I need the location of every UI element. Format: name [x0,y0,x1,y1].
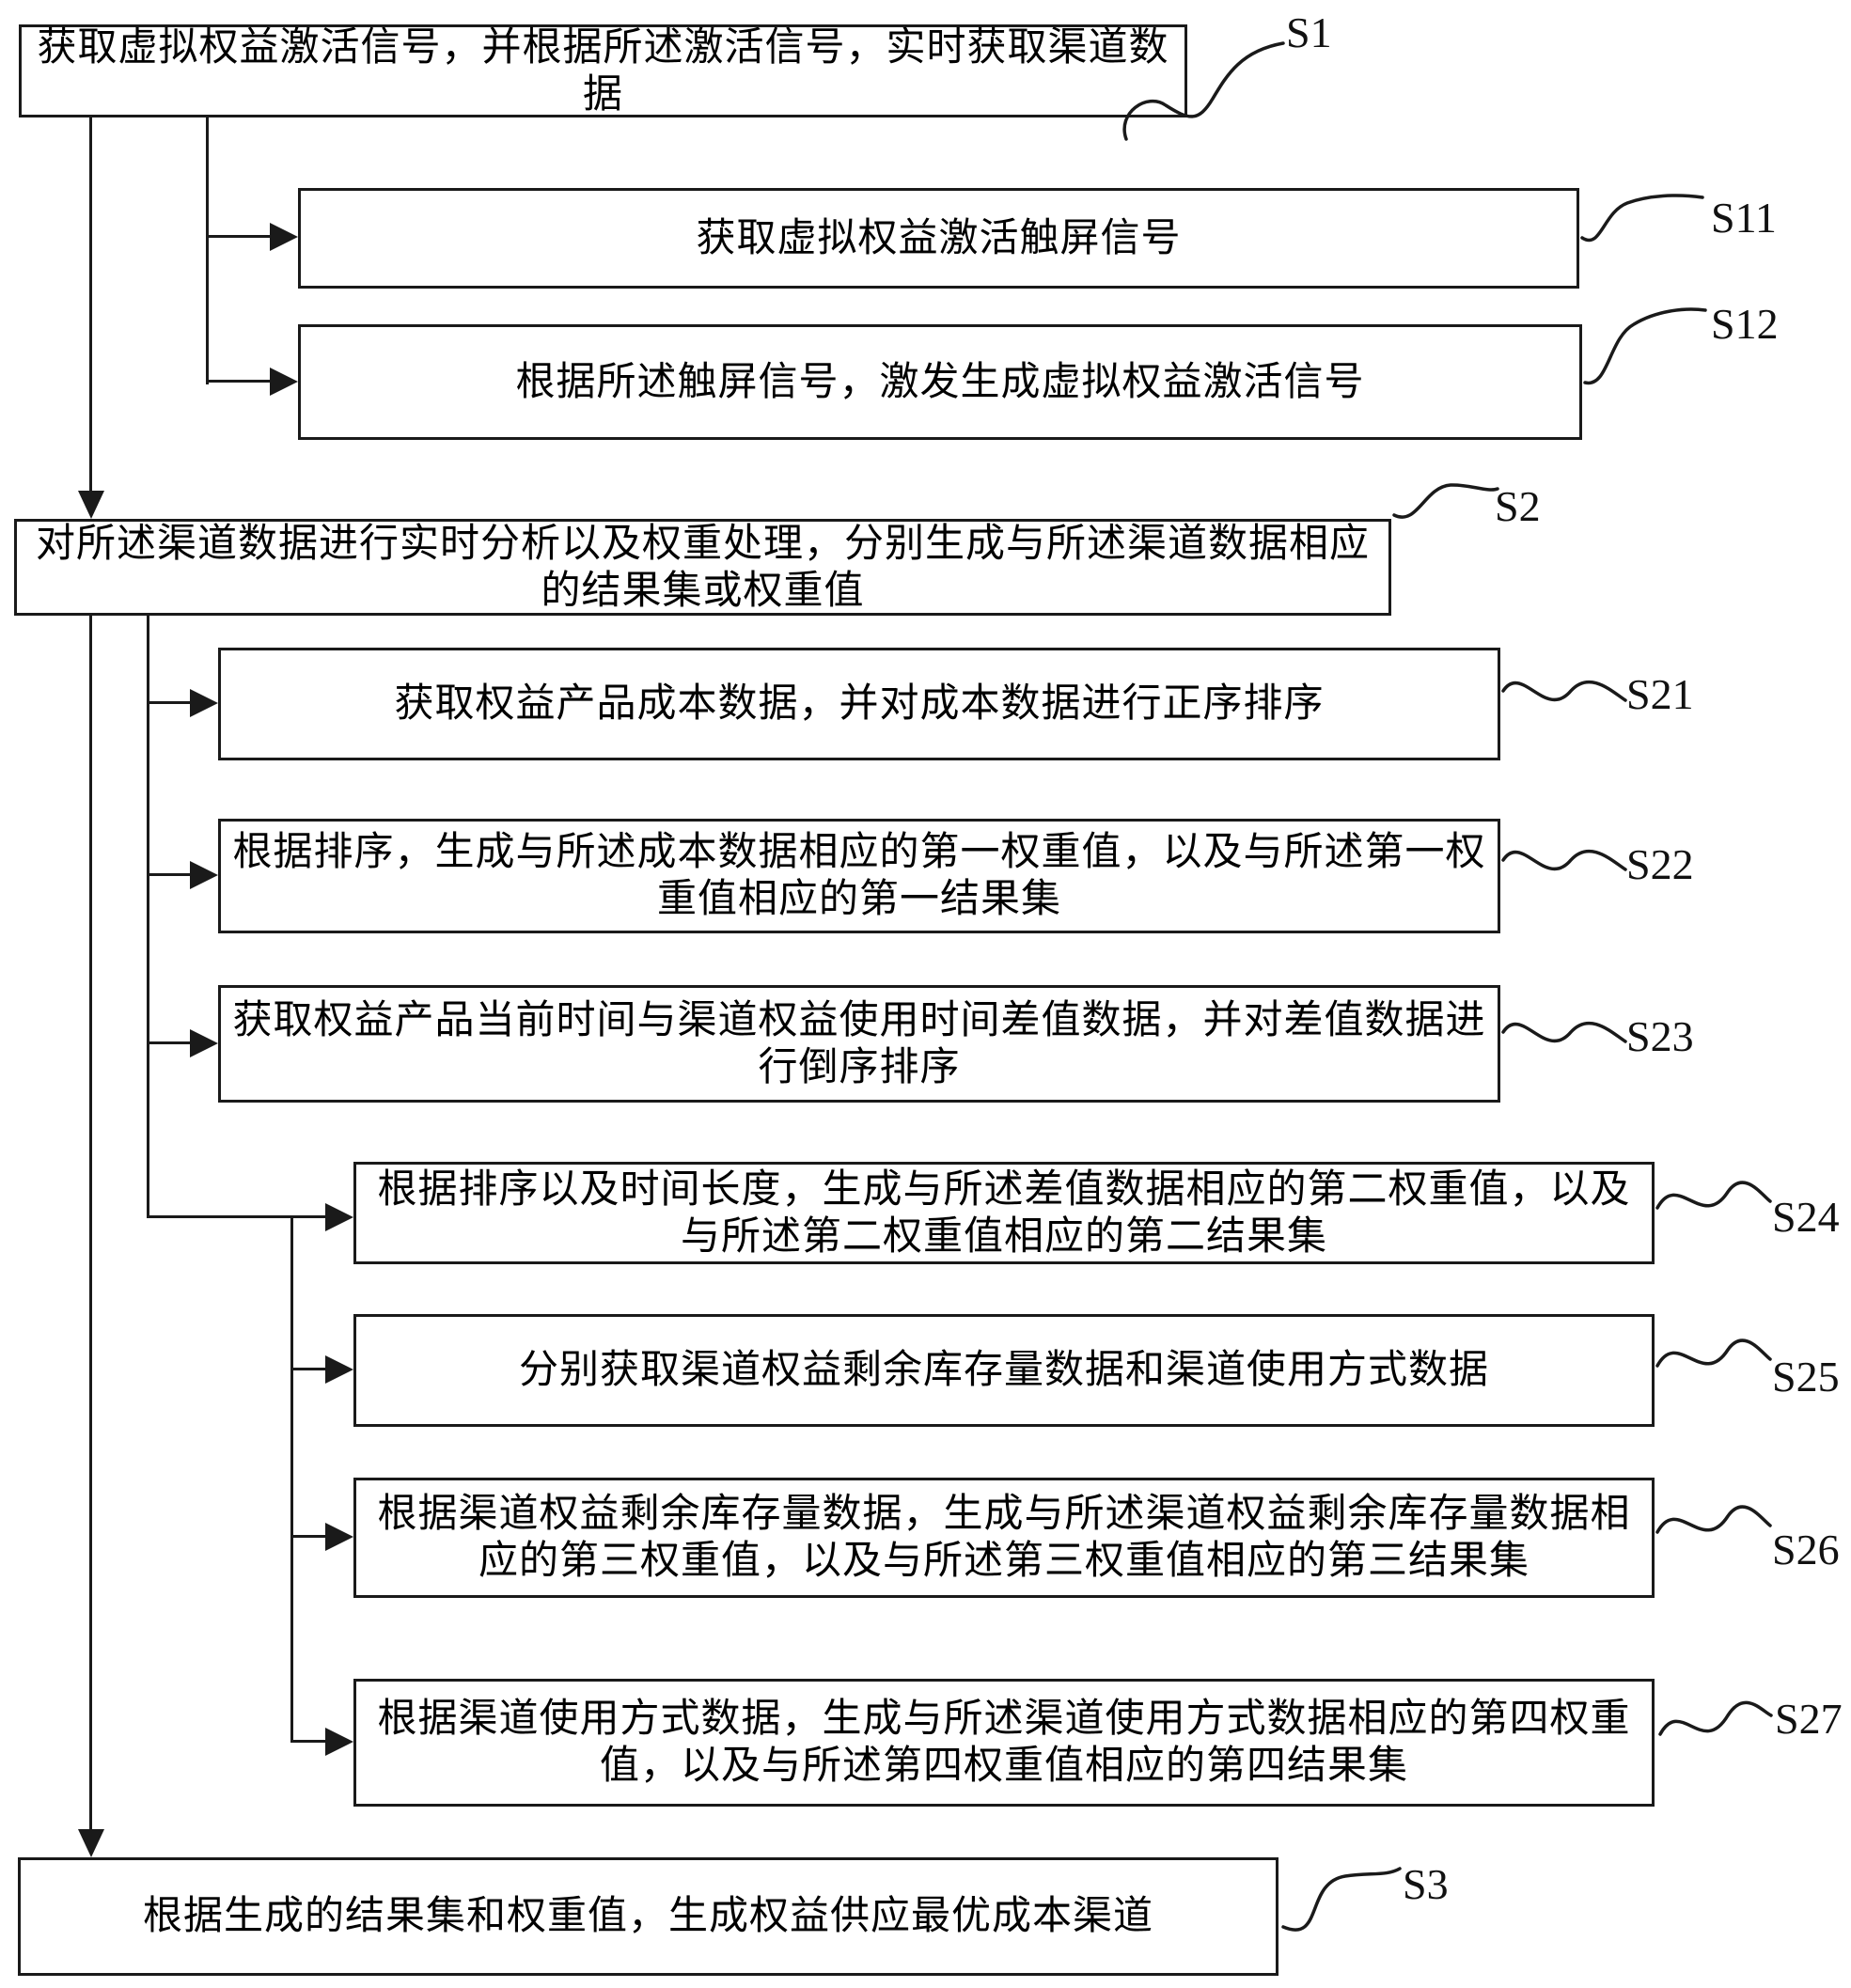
step-box-s23: 获取权益产品当前时间与渠道权益使用时间差值数据，并对差值数据进 行倒序排序 [218,985,1500,1103]
connector-to-s23-line [147,1041,192,1044]
step-label-s27: S27 [1775,1695,1843,1743]
leader-squiggle-s23 [1501,1021,1627,1043]
step-label-s12: S12 [1711,300,1779,348]
connector-s24-branch-line [290,1215,293,1743]
step-box-s12: 根据所述触屏信号，激发生成虚拟权益激活信号 [298,324,1582,440]
step-box-s25: 分别获取渠道权益剩余库存量数据和渠道使用方式数据 [353,1314,1655,1427]
step-box-s27: 根据渠道使用方式数据，生成与所述渠道使用方式数据相应的第四权重 值，以及与所述第… [353,1679,1655,1807]
step-label-s2: S2 [1495,482,1541,530]
step-box-s24: 根据排序以及时间长度，生成与所述差值数据相应的第二权重值，以及 与所述第二权重值… [353,1162,1655,1264]
connector-s1-to-s2-line [89,117,92,493]
step-label-s3: S3 [1403,1860,1449,1908]
leader-squiggle-s3 [1281,1867,1402,1932]
leader-squiggle-s27 [1658,1700,1773,1736]
connector-to-s27-arrowhead-icon [325,1728,353,1756]
step-label-s1: S1 [1286,8,1332,56]
step-box-s11: 获取虚拟权益激活触屏信号 [298,188,1579,289]
step-box-s1: 获取虚拟权益激活信号，并根据所述激活信号，实时获取渠道数 据 [19,24,1187,117]
step-box-s26: 根据渠道权益剩余库存量数据，生成与所述渠道权益剩余库存量数据相 应的第三权重值，… [353,1478,1655,1598]
connector-s1-to-s2-arrowhead-icon [78,491,104,519]
connector-to-s23-arrowhead-icon [190,1029,218,1057]
connector-to-s24-line [147,1215,327,1218]
step-label-s24: S24 [1772,1193,1840,1241]
connector-to-s12-line [206,380,272,383]
step-box-s3: 根据生成的结果集和权重值，生成权益供应最优成本渠道 [18,1857,1278,1976]
connector-s2-to-s3-arrowhead-icon [78,1829,104,1857]
leader-squiggle-s1 [1122,41,1285,141]
leader-squiggle-s11 [1580,194,1704,243]
connector-to-s25-arrowhead-icon [325,1355,353,1384]
connector-to-s22-arrowhead-icon [190,861,218,889]
connector-to-s22-line [147,873,192,876]
step-label-s25: S25 [1772,1353,1840,1401]
leader-squiggle-s21 [1501,680,1627,702]
connector-to-s12-arrowhead-icon [270,368,298,396]
connector-to-s26-arrowhead-icon [325,1523,353,1551]
step-label-s21: S21 [1626,670,1694,718]
connector-to-s27-line [290,1740,327,1743]
step-box-s21: 获取权益产品成本数据，并对成本数据进行正序排序 [218,648,1500,760]
connector-s2-branch-line [147,616,149,1218]
step-label-s11: S11 [1711,194,1777,242]
leader-squiggle-s26 [1655,1505,1772,1534]
connector-s1-branch-line [206,117,209,384]
connector-to-s11-arrowhead-icon [270,223,298,251]
connector-to-s11-line [206,235,272,238]
step-box-s2: 对所述渠道数据进行实时分析以及权重处理，分别生成与所述渠道数据相应 的结果集或权… [14,519,1391,616]
connector-to-s26-line [290,1535,327,1538]
step-label-s22: S22 [1626,840,1694,888]
connector-to-s25-line [290,1368,327,1370]
connector-to-s21-line [147,701,192,704]
leader-squiggle-s24 [1655,1181,1772,1210]
connector-s2-to-s3-line [89,616,92,1831]
leader-squiggle-s12 [1583,307,1707,384]
leader-squiggle-s2 [1392,483,1499,519]
connector-to-s24-arrowhead-icon [325,1203,353,1231]
connector-to-s21-arrowhead-icon [190,689,218,717]
step-label-s23: S23 [1626,1012,1694,1060]
leader-squiggle-s25 [1655,1338,1772,1368]
step-box-s22: 根据排序，生成与所述成本数据相应的第一权重值，以及与所述第一权 重值相应的第一结… [218,819,1500,933]
leader-squiggle-s22 [1501,849,1627,871]
step-label-s26: S26 [1772,1526,1840,1573]
